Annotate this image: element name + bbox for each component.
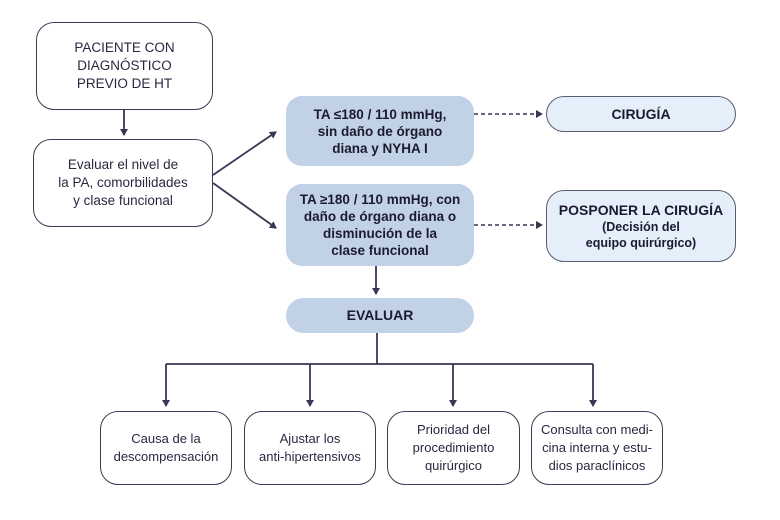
node-start-text: PACIENTE CON DIAGNÓSTICO PREVIO DE HT — [74, 40, 175, 91]
node-evaluate-pa-text: Evaluar el nivel de la PA, comorbilidade… — [58, 157, 188, 208]
node-item-1: Causa de la descompensación — [100, 411, 232, 485]
node-condition-high: TA ≥180 / 110 mmHg, con daño de órgano d… — [286, 184, 474, 266]
node-item-3-text: Prioridad del procedimiento quirúrgico — [412, 422, 495, 473]
node-condition-high-text: TA ≥180 / 110 mmHg, con daño de órgano d… — [299, 192, 461, 258]
node-item-2: Ajustar los anti-hipertensivos — [244, 411, 376, 485]
node-item-1-text: Causa de la descompensación — [113, 431, 219, 464]
arrow-evaluate-to-condition-low — [212, 131, 277, 176]
node-item-4-text: Consulta con medi- cina interna y estu- … — [541, 422, 653, 473]
node-outcome-postpone-note: (Decisión del equipo quirúrgico) — [585, 220, 697, 250]
node-start: PACIENTE CON DIAGNÓSTICO PREVIO DE HT — [36, 22, 213, 110]
node-evaluar: EVALUAR — [286, 298, 474, 333]
node-item-2-text: Ajustar los anti-hipertensivos — [259, 431, 361, 464]
node-item-3: Prioridad del procedimiento quirúrgico — [387, 411, 520, 485]
node-evaluar-text: EVALUAR — [346, 307, 414, 323]
node-item-4: Consulta con medi- cina interna y estu- … — [531, 411, 663, 485]
node-evaluate-pa: Evaluar el nivel de la PA, comorbilidade… — [33, 139, 213, 227]
node-outcome-surgery-text: CIRUGÍA — [611, 106, 671, 122]
node-outcome-postpone: POSPONER LA CIRUGÍA (Decisión del equipo… — [546, 190, 736, 262]
node-outcome-surgery: CIRUGÍA — [546, 96, 736, 132]
arrow-evaluate-to-condition-high — [212, 182, 277, 229]
node-outcome-postpone-title: POSPONER LA CIRUGÍA — [558, 202, 724, 218]
node-condition-low-text: TA ≤180 / 110 mmHg, sin daño de órgano d… — [313, 106, 447, 156]
node-condition-low: TA ≤180 / 110 mmHg, sin daño de órgano d… — [286, 96, 474, 166]
